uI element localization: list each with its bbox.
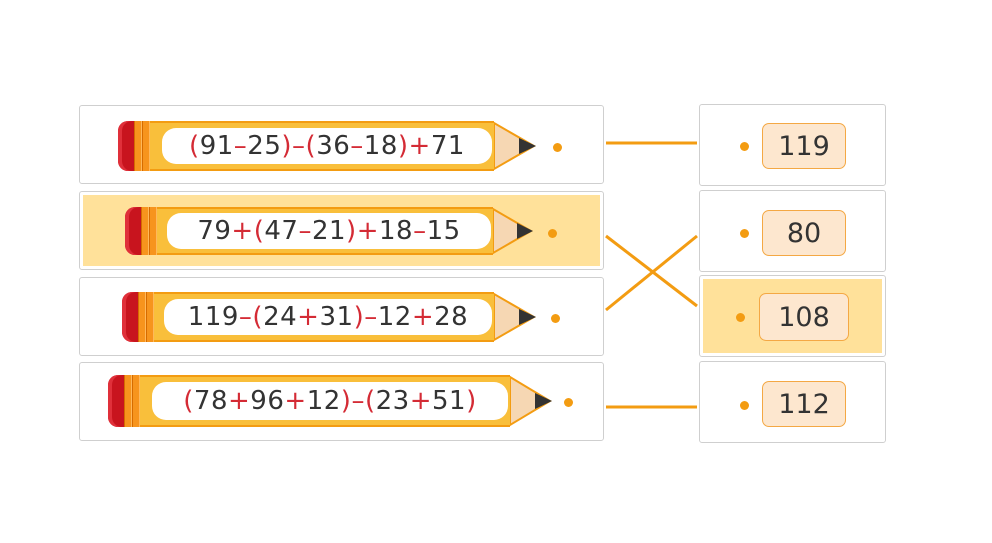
connector-dot[interactable] — [548, 229, 557, 238]
expression-card-4[interactable]: (78 + 96 + 12) – (23 + 51) — [79, 362, 604, 441]
pencil: (91 – 25) – (36 – 18) + 71 — [118, 121, 538, 171]
answer-card-1[interactable]: 119 — [699, 104, 886, 186]
pencil: (78 + 96 + 12) – (23 + 51) — [108, 375, 554, 427]
answer-value: 119 — [762, 123, 846, 169]
expression-text: (91 – 25) – (36 – 18) + 71 — [162, 128, 492, 164]
expression-text: (78 + 96 + 12) – (23 + 51) — [152, 382, 508, 420]
expression-card-2[interactable]: 79 + (47 – 21) + 18 – 15 — [79, 191, 604, 270]
connection-line — [605, 234, 698, 308]
expression-text: 119 – (24 + 31) – 12 + 28 — [164, 299, 492, 335]
pencil-tip-icon — [494, 292, 537, 342]
pencil-tip-icon — [510, 375, 552, 427]
answer-value: 112 — [762, 381, 846, 427]
answer-card-2[interactable]: 80 — [699, 190, 886, 272]
pencil-tip-icon — [493, 207, 533, 255]
answer-value: 80 — [762, 210, 846, 256]
pencil: 79 + (47 – 21) + 18 – 15 — [125, 207, 535, 255]
answer-card-3[interactable]: 108 — [699, 275, 886, 357]
answer-card-4[interactable]: 112 — [699, 361, 886, 443]
answer-value: 108 — [759, 293, 849, 341]
connector-dot[interactable] — [740, 229, 749, 238]
pencil-tip-icon — [494, 121, 537, 171]
connector-dot[interactable] — [564, 398, 573, 407]
connector-dot[interactable] — [553, 143, 562, 152]
connector-dot[interactable] — [740, 401, 749, 410]
connector-dot[interactable] — [736, 313, 745, 322]
pencil: 119 – (24 + 31) – 12 + 28 — [122, 292, 538, 342]
connector-dot[interactable] — [551, 314, 560, 323]
expression-card-1[interactable]: (91 – 25) – (36 – 18) + 71 — [79, 105, 604, 184]
expression-card-3[interactable]: 119 – (24 + 31) – 12 + 28 — [79, 277, 604, 356]
expression-text: 79 + (47 – 21) + 18 – 15 — [167, 213, 491, 249]
connection-line — [605, 234, 698, 312]
connector-dot[interactable] — [740, 142, 749, 151]
